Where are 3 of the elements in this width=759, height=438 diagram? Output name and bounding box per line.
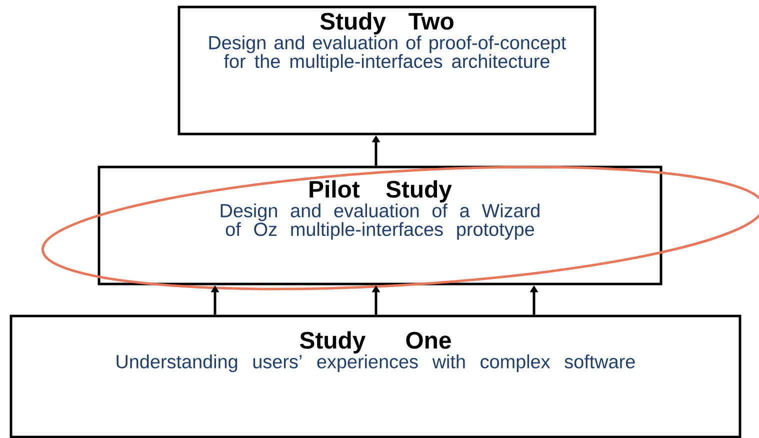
study-box: Study Two Design and evaluation of proof-of-concept for the multiple-interfaces architecture — [178, 6, 596, 136]
study-box: Study One Understanding users’ experiences with complex software — [10, 314, 742, 438]
study-box: Pilot Study Design and evaluation of a Wizard of Oz multiple-interfaces prototype — [98, 166, 662, 286]
